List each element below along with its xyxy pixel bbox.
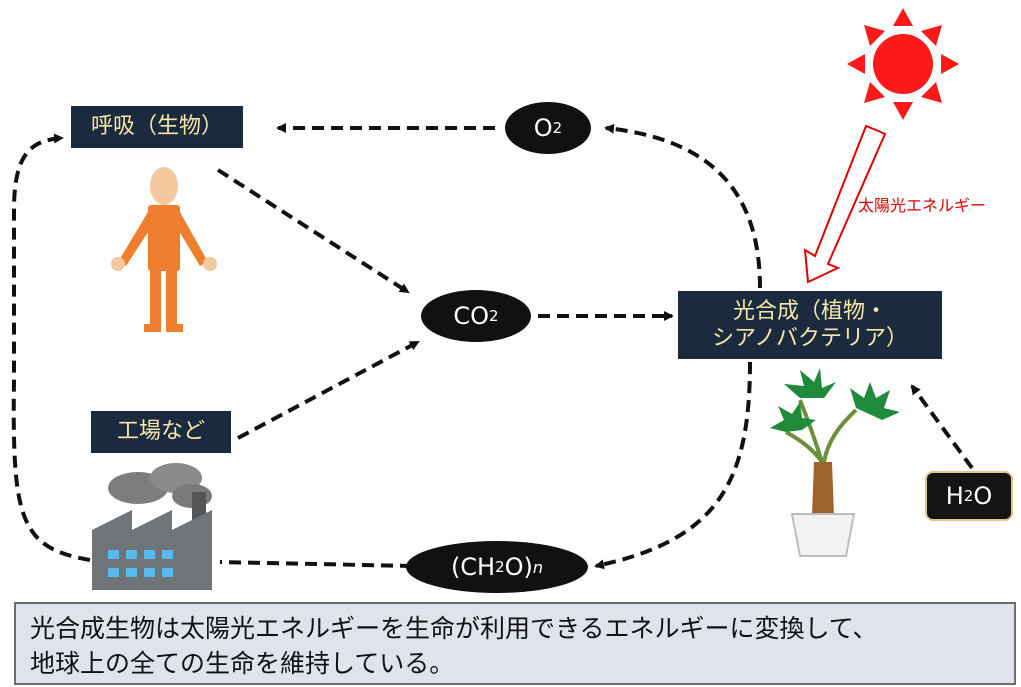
sunlight-energy-label: 太陽光エネルギー [858, 196, 987, 215]
ch2o-close: O) [504, 553, 533, 581]
h2o-end: O [973, 482, 993, 510]
photosynthesis-label-line2: シアノバクテリア） [711, 326, 909, 351]
caption-line1: 光合成生物は太陽光エネルギーを生命が利用できるエネルギーに変換して、 [30, 614, 878, 643]
arrow-h2o-to-photosynthesis [910, 384, 974, 470]
arrow-ch2o-to-factory [219, 560, 413, 568]
factory-label: 工場など [91, 411, 231, 453]
plant-icon [770, 368, 900, 557]
photosynthesis-label-line1: 光合成（植物・ [732, 298, 887, 324]
ch2o-open: (CH [450, 553, 496, 581]
arrow-respiration-to-co2 [216, 168, 410, 294]
factory-icon [92, 463, 212, 590]
ch2o-n: n [532, 557, 544, 577]
caption-box: 光合成生物は太陽光エネルギーを生命が利用できるエネルギーに変換して、 地球上の全… [14, 602, 1016, 685]
ch2o-sub: 2 [495, 558, 505, 576]
sunlight-arrow-icon [803, 124, 887, 284]
co2-sub: 2 [489, 307, 499, 325]
h2o-sub: 2 [963, 487, 974, 505]
arrow-factory-loop-to-respiration [11, 133, 91, 562]
photosynthesis-label: 光合成（植物・ シアノバクテリア） [678, 291, 942, 359]
arrow-photosynthesis-to-ch2o [594, 361, 752, 570]
h2o-main: H [945, 482, 964, 510]
person-icon [111, 167, 217, 332]
caption-line2: 地球上の全ての生命を維持している。 [30, 648, 455, 678]
arrow-factory-to-co2 [237, 340, 420, 440]
co2-main: CO [453, 302, 490, 330]
sun-icon [847, 8, 959, 120]
o2-main: O [533, 114, 553, 142]
arrow-photosynthesis-to-o2 [604, 123, 762, 289]
o2-sub: 2 [552, 119, 563, 137]
respiration-label: 呼吸（生物） [71, 106, 243, 148]
